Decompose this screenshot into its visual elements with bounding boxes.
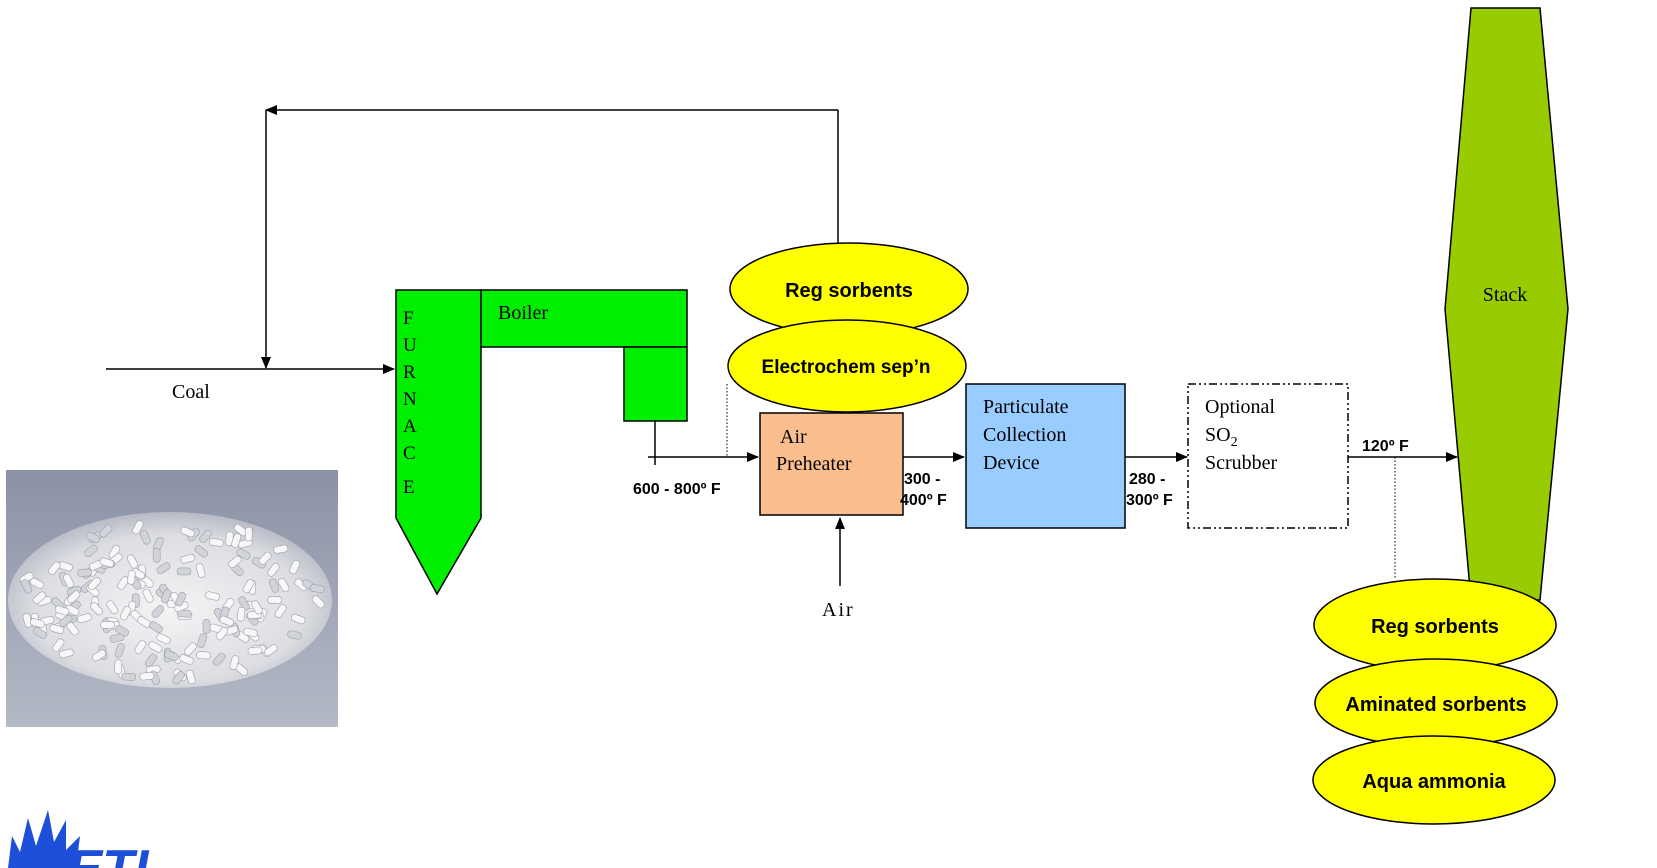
particulate-label-1: Particulate	[983, 396, 1069, 418]
ellipse-reg-sorbents-top-label: Reg sorbents	[785, 280, 913, 302]
temp-300-400-line1: 300 -	[904, 471, 940, 488]
pellet	[100, 621, 114, 628]
temp-280-300-line2: 300º F	[1126, 492, 1173, 509]
temp-300-400-line2: 400º F	[900, 492, 947, 509]
temp-600-800: 600 - 800º F	[633, 481, 721, 498]
pellet	[268, 596, 282, 603]
pellet	[248, 647, 263, 655]
pellet	[177, 568, 191, 575]
pellet	[153, 548, 160, 562]
ellipse-electrochem-label: Electrochem sep’n	[762, 357, 931, 378]
ellipse-reg-sorbents-right-label: Reg sorbents	[1371, 616, 1499, 638]
pellet	[77, 569, 91, 576]
air-label: Air	[822, 599, 855, 621]
pellet	[203, 619, 210, 633]
pellet	[140, 672, 155, 680]
furnace-letter: E	[403, 477, 415, 498]
temp-120: 120º F	[1362, 438, 1409, 455]
furnace-letter: U	[403, 335, 417, 356]
furnace-letter: F	[403, 308, 414, 329]
scrubber-label-1: Optional	[1205, 396, 1275, 418]
particulate-label-2: Collection	[983, 424, 1066, 446]
boiler-label: Boiler	[498, 302, 548, 324]
air-preheater-label-1: Air	[780, 426, 807, 448]
stack-label: Stack	[1483, 284, 1527, 306]
air-preheater-label-2: Preheater	[776, 453, 852, 475]
pellet	[127, 570, 135, 585]
ellipse-aminated-label: Aminated sorbents	[1345, 694, 1526, 716]
furnace-letter: N	[403, 389, 417, 410]
coal-label: Coal	[172, 381, 210, 403]
pellet	[121, 673, 135, 681]
pellet	[114, 660, 122, 674]
sorbent-pellets-photo	[6, 470, 338, 727]
pellet	[237, 607, 245, 622]
so-subscript: 2	[1231, 435, 1238, 450]
particulate-label-3: Device	[983, 452, 1040, 474]
logo-text: NETL	[30, 840, 166, 868]
scrubber-label-3: Scrubber	[1205, 452, 1278, 474]
netl-logo: NETL	[8, 810, 166, 868]
pellet	[245, 527, 252, 541]
furnace-letter: A	[403, 416, 417, 437]
furnace-letter: R	[403, 362, 416, 383]
pellet	[196, 651, 210, 659]
furnace-letter: C	[403, 443, 416, 464]
boiler-drop	[624, 347, 687, 421]
temp-280-300-line1: 280 -	[1129, 471, 1165, 488]
ellipse-aqua-ammonia-label: Aqua ammonia	[1362, 771, 1506, 793]
so-text: SO	[1205, 424, 1231, 446]
